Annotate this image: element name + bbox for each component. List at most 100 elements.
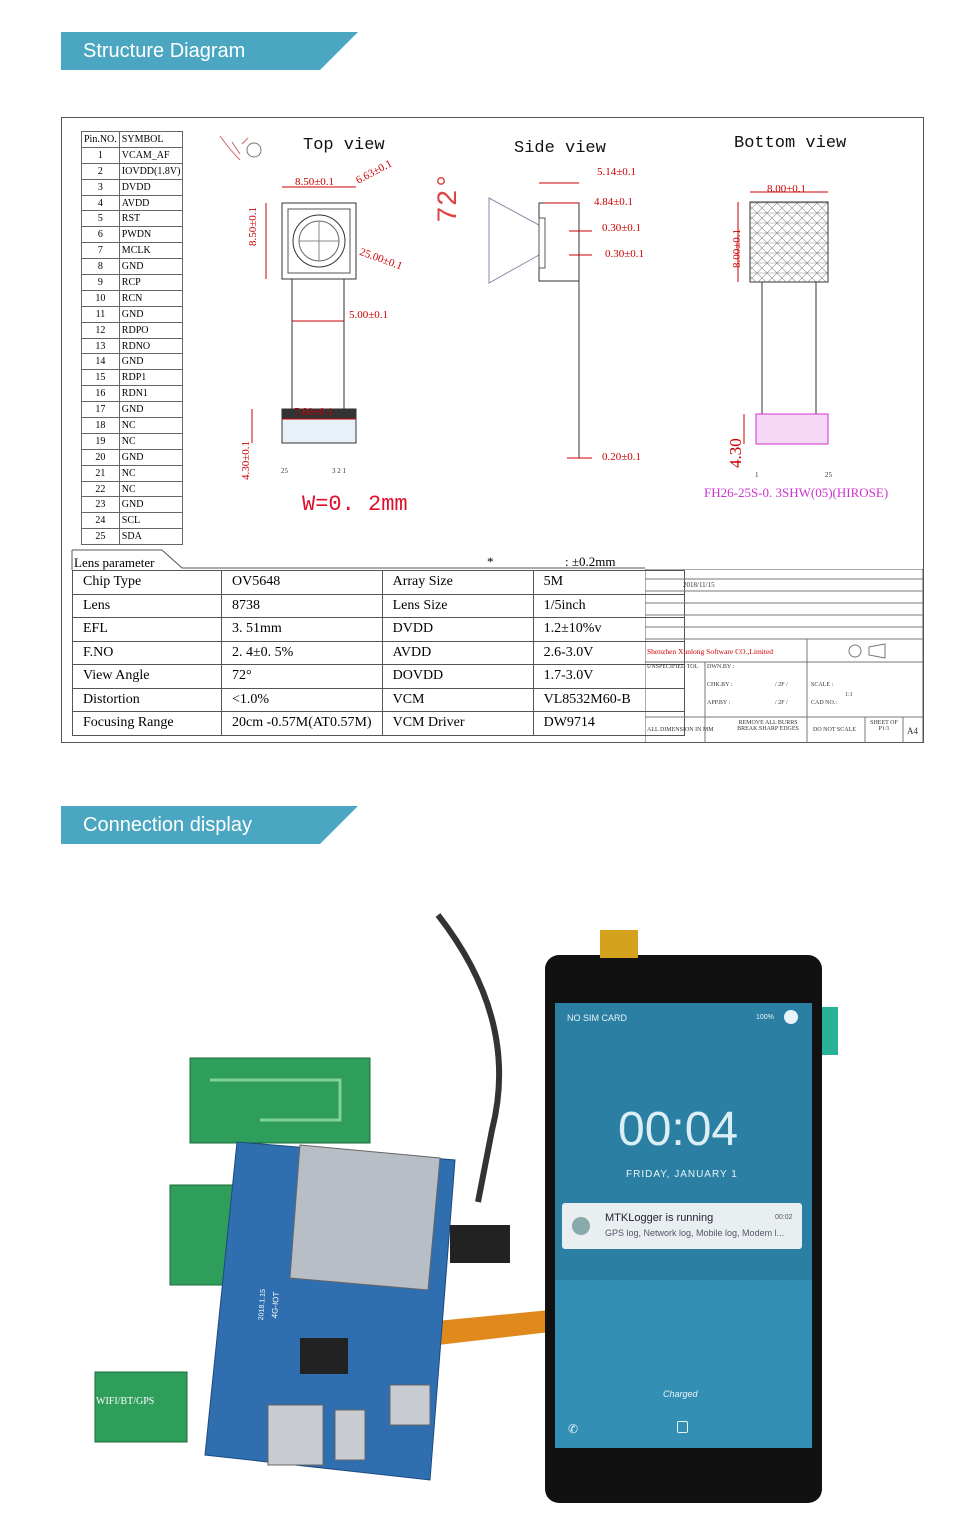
param-label: DOVDD [381, 664, 534, 689]
param-value: 1.7-3.0V [532, 664, 685, 689]
pin-symbol: RCP [118, 274, 184, 291]
app-by: APP.BY : [707, 700, 731, 706]
param-value: 3. 51mm [221, 617, 383, 642]
phone-icon[interactable]: ✆ [568, 1422, 579, 1436]
paper-size: A4 [907, 726, 918, 736]
notification-time: 00:02 [775, 1214, 793, 1221]
side-flex-dim: 0.20±0.1 [602, 451, 642, 463]
lens-parameter-header: Lens parameter [74, 555, 155, 570]
pin-number: 22 [81, 480, 120, 498]
antenna-label: WIFI/BT/GPS [96, 1396, 155, 1407]
banner-shape [61, 806, 358, 844]
param-label: Array Size [381, 570, 534, 595]
param-label: Focusing Range [72, 711, 222, 736]
slash-2: / 2F / [775, 700, 788, 706]
param-value: DW9714 [532, 711, 685, 736]
bottom-view-drawing [737, 191, 829, 445]
all-dim-mm: ALL DIMENSION IN MM [647, 727, 714, 733]
side-b-dim: 0.30±0.1 [602, 222, 642, 234]
param-label: Chip Type [72, 570, 222, 595]
pin-symbol: RDNO [118, 337, 184, 355]
status-no-sim: NO SIM CARD [567, 1013, 628, 1023]
lock-icon[interactable] [677, 1421, 688, 1433]
lock-date: FRIDAY, JANUARY 1 [626, 1169, 738, 1180]
w-label: W=0. 2mm [302, 492, 408, 517]
pin-number: 4 [81, 194, 120, 212]
param-value: 5M [532, 570, 685, 595]
param-value: VL8532M60-B [532, 687, 685, 712]
conn-pin-321: 3 2 1 [332, 467, 346, 475]
top-width-dim: 8.50±0.1 [295, 176, 335, 188]
title-block: 2018/11/15 Shenzhen Xunlong Software CO.… [645, 569, 923, 743]
notification-body: GPS log, Network log, Mobile log, Modem … [605, 1228, 785, 1238]
connection-display-banner: Connection display [61, 806, 358, 844]
param-label: Lens [72, 593, 222, 618]
company-name: Shenzhen Xunlong Software CO.,Limited [647, 647, 774, 656]
side-c-dim: 0.30±0.1 [605, 248, 645, 260]
title-block-grid [645, 569, 923, 743]
param-label: F.NO [72, 640, 222, 665]
chk-by: CHK.BY : [707, 682, 733, 688]
top-conn-w-dim: 7.80±0.1 [294, 406, 334, 418]
cad-no: CAD NO.: [811, 700, 838, 706]
pin-number: 6 [81, 226, 120, 244]
param-value: OV5648 [221, 570, 383, 595]
structure-diagram-banner: Structure Diagram [61, 32, 358, 70]
param-label: VCM [381, 687, 534, 712]
notification-title[interactable]: MTKLogger is running [605, 1212, 714, 1224]
param-value: 1.2±10%v [532, 617, 685, 642]
top-view-drawing [251, 186, 357, 444]
param-label: VCM Driver [381, 711, 534, 736]
lock-time: 00:04 [618, 1103, 739, 1156]
sheet-of: SHEET OF P1/1 [870, 720, 898, 732]
charged-label: Charged [663, 1389, 698, 1399]
board-label: 4G-IOT [270, 1291, 281, 1319]
banner-title: Structure Diagram [83, 40, 246, 62]
pin-table-header: Pin.NO. SYMBOL [81, 131, 184, 148]
remove-burrs: REMOVE ALL BURRS BREAK SHARP EDGES [737, 720, 799, 732]
param-value: 72° [221, 664, 383, 689]
param-label: DVDD [381, 617, 534, 642]
account-icon[interactable] [784, 1010, 798, 1024]
param-label: Distortion [72, 687, 222, 712]
unspecified-tol: UNSPECIFIED TOL [647, 664, 699, 670]
scale-label: SCALE : [811, 682, 834, 688]
tolerance-note: : ±0.2mm [565, 554, 616, 569]
param-label: AVDD [381, 640, 534, 665]
param-value: <1.0% [221, 687, 383, 712]
dwn-by: DWN.BY : [707, 664, 735, 670]
param-value: 8738 [221, 593, 383, 618]
param-value: 20cm -0.57M(AT0.57M) [221, 711, 383, 736]
slash-1: / 2F / [775, 682, 788, 688]
drawing-date: 2018/11/15 [683, 581, 715, 589]
do-not-scale: DO NOT SCALE [813, 727, 856, 733]
pin-number: 25 [81, 528, 120, 546]
side-view-title: Side view [514, 139, 606, 158]
side-view-drawing [488, 182, 592, 459]
top-view-title: Top view [303, 136, 385, 155]
connection-photo [94, 913, 838, 1503]
bottom-view-title: Bottom view [734, 134, 847, 153]
banner-title: Connection display [83, 814, 252, 836]
side-a-dim: 4.84±0.1 [594, 196, 634, 208]
banner-shape [61, 32, 358, 70]
scale-value: 1:1 [845, 692, 853, 698]
param-label: View Angle [72, 664, 222, 689]
